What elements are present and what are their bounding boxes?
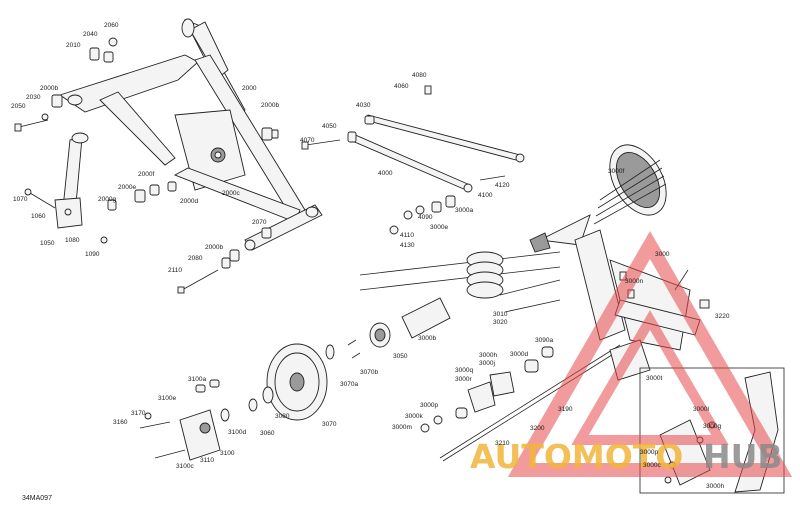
callout-label: 3100d [228,429,246,436]
callout-label: 3000a [455,207,473,214]
watermark-text-primary: AUTOMOTO [470,437,683,476]
callout-label: 3100c [176,463,194,470]
callout-label: 2040 [83,31,98,38]
callout-label: 3000f [608,168,624,175]
callout-label: 3160 [113,419,128,426]
callout-label: 2000b [261,102,279,109]
callout-label: 4110 [400,232,414,239]
callout-label: 3200 [530,425,545,432]
watermark-triangle [507,231,793,477]
callout-label: 3000j [479,360,495,367]
callout-label: 3100 [220,450,235,457]
callout-label: 3000p [420,402,438,409]
callout-label: 4130 [400,242,415,249]
callout-label: 3090a [535,337,553,344]
callout-label: 3010 [493,311,508,318]
callout-label: 2000 [242,85,257,92]
callout-label: 1090 [85,251,100,258]
callout-label: 3000 [655,251,670,258]
callout-labels: 2060 2040 2010 2000b 2030 2050 2000 2000… [11,22,730,490]
callout-label: 3000t [646,375,662,382]
callout-label: 3060 [260,430,275,437]
callout-label: 3210 [495,440,510,447]
callout-label: 4000 [378,170,393,177]
callout-label: 3000h [706,483,724,490]
callout-label: 1050 [40,240,55,247]
callout-label: 2010 [66,42,81,49]
callout-label: 1060 [31,213,46,220]
callout-label: 3110 [200,457,214,464]
callout-label: 3170 [131,410,146,417]
front-arm-assembly [14,18,323,294]
callout-label: 3000q [455,367,473,374]
callout-label: 3000g [703,423,721,430]
callout-label: 2070 [252,219,267,226]
callout-label: 2110 [168,267,182,274]
callout-label: 3000l [693,406,709,413]
callout-label: 3050 [393,353,408,360]
callout-label: 4060 [394,83,409,90]
callout-label: 3000c [643,462,661,469]
callout-label: 1070 [13,196,28,203]
callout-label: 3190 [558,406,573,413]
callout-label: 1080 [65,237,80,244]
callout-label: 3020 [493,319,508,326]
callout-label: 3000b [418,335,436,342]
callout-label: 2000b [205,244,223,251]
callout-label: 2000e [118,184,136,191]
callout-label: 3220 [715,313,730,320]
callout-label: 4090 [418,214,433,221]
callout-label: 2060 [104,22,119,29]
callout-label: 4070 [300,137,315,144]
callout-label: 4100 [478,192,493,199]
callout-label: 3000m [392,424,412,431]
callout-label: 3070a [340,381,358,388]
callout-label: 3000e [430,224,448,231]
callout-label: 2030 [26,94,41,101]
callout-label: 2000f [138,171,154,178]
callout-label: 3000r [455,376,472,383]
watermark-logo: AUTOMOTO HUB [470,231,793,477]
callout-label: 2050 [11,103,26,110]
callout-label: 2000b [40,85,58,92]
callout-label: 4120 [495,182,510,189]
callout-label: 2000g [98,196,116,203]
callout-label: 4030 [356,102,371,109]
callout-label: 4080 [412,72,427,79]
watermark-text-secondary: HUB [703,437,783,476]
callout-label: 3000k [405,413,423,420]
callout-label: 4050 [322,123,337,130]
callout-label: 3000n [625,278,643,285]
callout-label: 2080 [188,255,203,262]
callout-label: 3100e [158,395,176,402]
callout-label: 2000c [222,190,240,197]
callout-label: 3100a [188,376,206,383]
reference-code: 34MA097 [22,495,52,502]
callout-label: 3070 [322,421,337,428]
callout-label: 3000p [640,449,658,456]
callout-label: 3080 [275,413,290,420]
callout-label: 3070b [360,369,378,376]
callout-label: 2000d [180,198,198,205]
callout-label: 3000h [479,352,497,359]
front-link-rods [301,85,525,235]
callout-label: 3000d [510,351,528,358]
